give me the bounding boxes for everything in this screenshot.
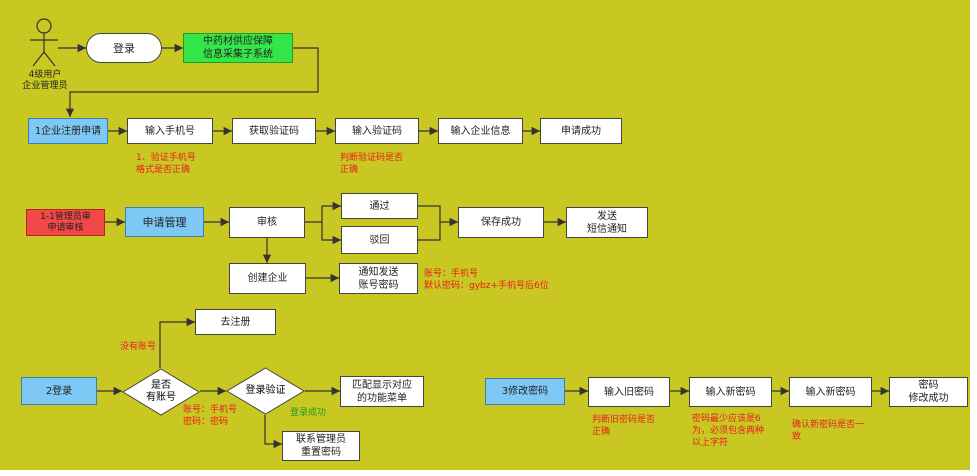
login-verify-decision[interactable]: 登录验证 xyxy=(226,367,305,415)
review-node[interactable]: 审核 xyxy=(229,207,305,238)
admin-review-node[interactable]: 1-1管理员审 申请审核 xyxy=(26,209,105,236)
create-enterprise-node[interactable]: 创建企业 xyxy=(229,263,306,294)
actor-label: 4级用户 企业管理员 xyxy=(22,70,68,91)
note-password-rule: 密码最少应该是6 为，必须包含两种 以上字符 xyxy=(692,414,765,448)
reject-node[interactable]: 驳回 xyxy=(341,226,418,254)
contact-admin-node[interactable]: 联系管理员 重置密码 xyxy=(282,431,360,461)
edge-pass-save xyxy=(418,205,458,227)
apply-manage-node[interactable]: 申请管理 xyxy=(125,207,204,237)
go-register-node[interactable]: 去注册 xyxy=(195,309,276,335)
pass-node[interactable]: 通过 xyxy=(341,193,418,219)
edge-review-pass xyxy=(305,201,341,223)
edge-system-row1 xyxy=(65,47,319,117)
note-old-password: 判断旧密码是否 正确 xyxy=(592,415,656,437)
input-old-password[interactable]: 输入旧密码 xyxy=(588,377,670,407)
confirm-new-password[interactable]: 输入新密码 xyxy=(789,377,872,407)
has-account-decision[interactable]: 是否 有账号 xyxy=(122,368,200,416)
step-input-enterprise[interactable]: 输入企业信息 xyxy=(438,118,523,144)
change-password-node[interactable]: 3修改密码 xyxy=(485,378,565,405)
note-login-success: 登录成功 xyxy=(290,408,327,418)
enterprise-register-node[interactable]: 1企业注册申请 xyxy=(28,118,108,144)
step-get-code[interactable]: 获取验证码 xyxy=(232,118,316,144)
actor-leg-right xyxy=(43,51,56,67)
note-phone-format: 1、验证手机号 格式是否正确 xyxy=(136,153,196,175)
step-input-phone[interactable]: 输入手机号 xyxy=(127,118,213,144)
match-menu-node[interactable]: 匹配显示对应 的功能菜单 xyxy=(340,376,424,407)
step-input-code[interactable]: 输入验证码 xyxy=(335,118,419,144)
login-node[interactable]: 登录 xyxy=(86,33,162,63)
notify-account-node[interactable]: 通知发送 账号密码 xyxy=(339,263,418,294)
login-start-node[interactable]: 2登录 xyxy=(21,377,97,405)
note-confirm-password: 确认新密码是否一 致 xyxy=(792,420,865,442)
input-new-password[interactable]: 输入新密码 xyxy=(689,377,772,407)
actor-leg-left xyxy=(32,51,45,67)
step-apply-success[interactable]: 申请成功 xyxy=(540,118,622,144)
system-node[interactable]: 中药材供应保障 信息采集子系统 xyxy=(183,33,293,63)
note-code-check: 判断验证码是否 正确 xyxy=(340,153,404,175)
save-success-node[interactable]: 保存成功 xyxy=(458,207,544,238)
actor-head xyxy=(36,18,52,34)
edge-reject-save xyxy=(418,222,441,241)
edge-review-reject xyxy=(321,222,341,245)
edge-no-account xyxy=(159,317,195,368)
password-changed-node[interactable]: 密码 修改成功 xyxy=(889,377,968,407)
login-verify-label: 登录验证 xyxy=(245,385,286,396)
edge-verify-contact xyxy=(264,415,282,449)
note-default-account: 账号：手机号 默认密码：gybz+手机号后6位 xyxy=(424,269,549,291)
note-no-account: 没有账号 xyxy=(120,342,157,352)
has-account-label: 是否 有账号 xyxy=(146,380,176,403)
note-account-password: 账号：手机号 密码：密码 xyxy=(183,405,238,427)
send-sms-node[interactable]: 发送 短信通知 xyxy=(566,207,648,238)
